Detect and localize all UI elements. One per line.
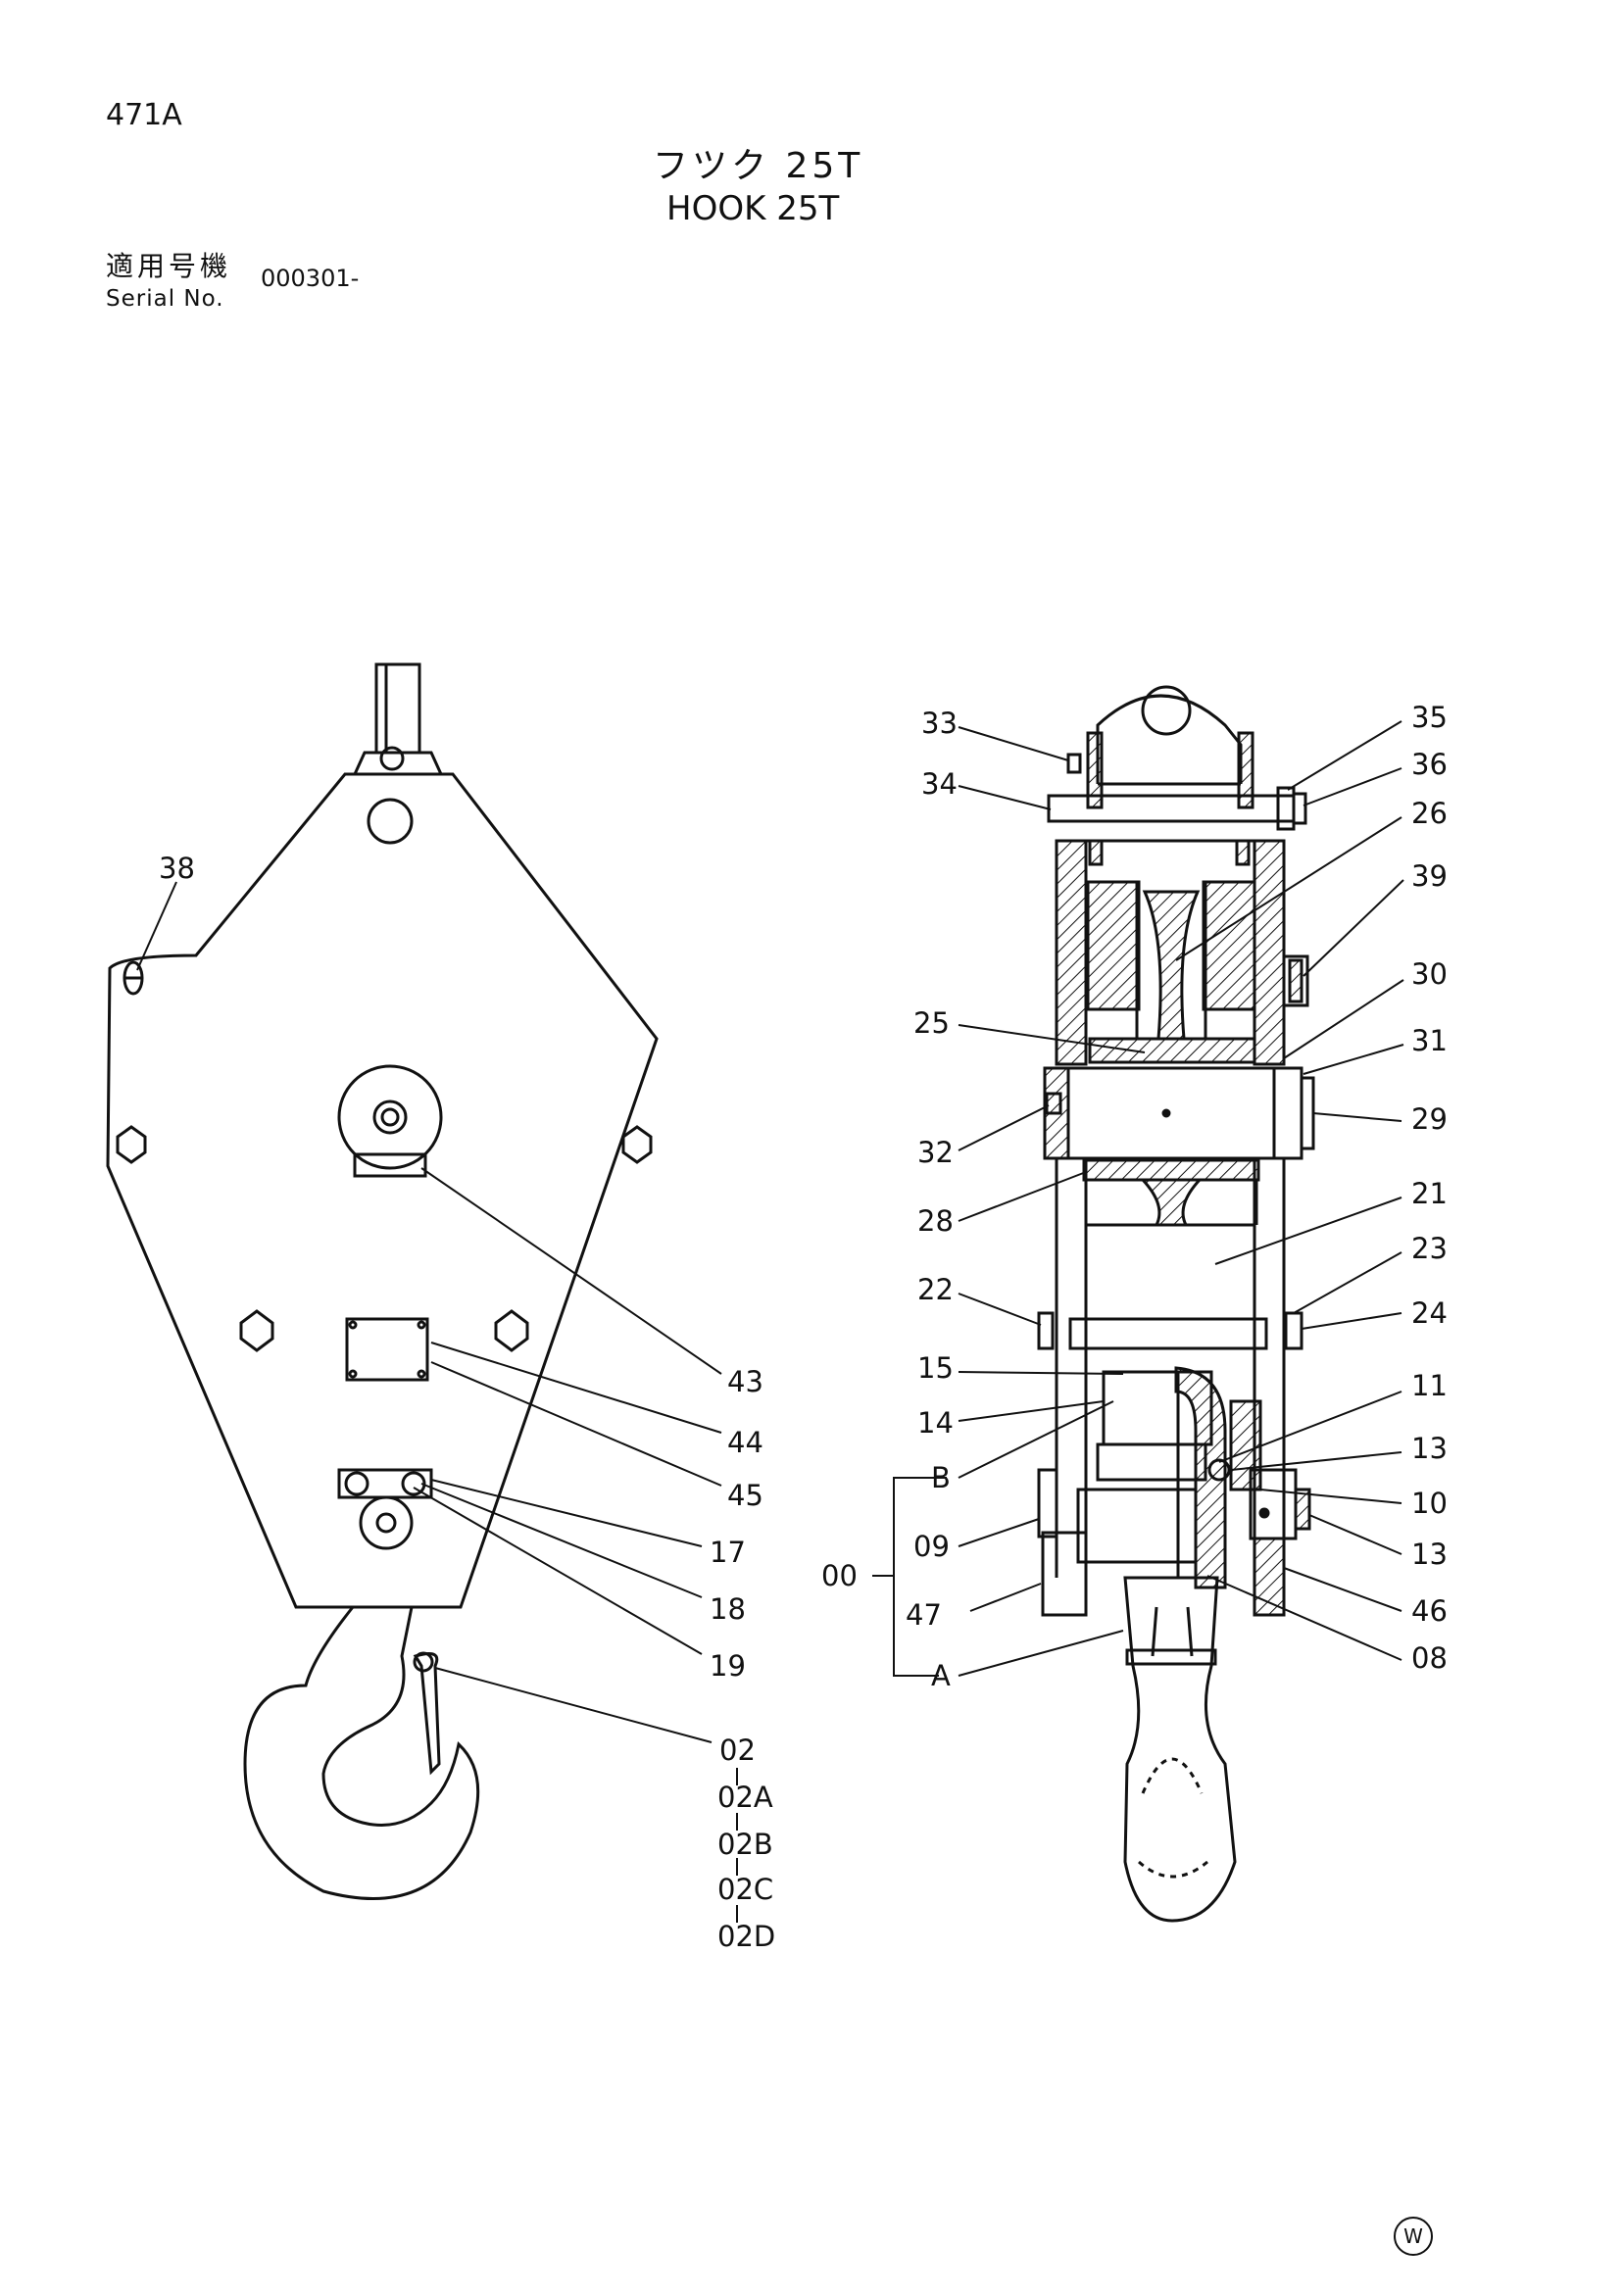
callout-18: 18 — [710, 1592, 746, 1626]
washer-36 — [1292, 792, 1307, 825]
callout-35: 35 — [1411, 701, 1448, 734]
top-lug-base — [352, 751, 444, 776]
callout-11: 11 — [1411, 1369, 1448, 1402]
callout-43: 43 — [727, 1365, 763, 1398]
retainer-29 — [1300, 1076, 1315, 1150]
bolt-13 — [1294, 1488, 1311, 1531]
pin-lock-plate — [353, 1152, 427, 1178]
name-plate — [345, 1317, 429, 1382]
title-english: HOOK 25T — [666, 189, 840, 228]
watermark-logo: W — [1394, 2217, 1433, 2256]
callout-32: 32 — [917, 1136, 954, 1169]
hook-block-section-view — [1037, 685, 1315, 1923]
hook-block-front-view — [106, 662, 659, 1900]
sheave-pin-disc — [337, 1064, 443, 1170]
side-plate-outline — [106, 772, 659, 1609]
hex-nut-lower-right — [494, 1309, 529, 1352]
callout-33: 33 — [921, 707, 958, 740]
cap-33 — [1066, 753, 1082, 774]
callout-02a: 02A — [717, 1781, 773, 1814]
thrust-block — [1076, 1488, 1198, 1564]
callout-30: 30 — [1411, 957, 1448, 991]
top-lug — [374, 662, 421, 755]
callout-17: 17 — [710, 1536, 746, 1569]
leader-lines — [136, 720, 1404, 1923]
callout-34: 34 — [921, 767, 958, 801]
callout-31: 31 — [1411, 1024, 1448, 1057]
page-number: 471A — [106, 98, 182, 132]
side-plate-left — [1055, 839, 1088, 1066]
hex-nut-left — [116, 1125, 147, 1164]
callout-B: B — [931, 1461, 951, 1494]
crosshead-plate — [1068, 1317, 1268, 1350]
callout-22: 22 — [917, 1273, 954, 1306]
collar-10 — [1229, 1399, 1262, 1491]
callout-labels: 38 43 44 45 17 18 19 02 02A 02B 02C 02D … — [159, 701, 1448, 1953]
serial-label-japanese: 適用号機 — [106, 250, 232, 282]
callout-47: 47 — [906, 1598, 942, 1632]
callout-21: 21 — [1411, 1177, 1448, 1210]
top-eye — [1096, 694, 1243, 784]
washer-plate — [1096, 1442, 1207, 1482]
upper-pin-hole — [367, 798, 414, 845]
serial-number-value: 000301- — [261, 265, 360, 292]
callout-26: 26 — [1411, 797, 1448, 830]
hook-body — [243, 1605, 480, 1900]
hex-nut-right — [621, 1125, 653, 1164]
callout-02b: 02B — [717, 1828, 773, 1861]
nut-35 — [1276, 786, 1296, 831]
callout-00: 00 — [821, 1559, 858, 1592]
bearing-housing — [1174, 1366, 1227, 1589]
callout-08: 08 — [1411, 1641, 1448, 1675]
sheave-26 — [1142, 890, 1201, 1041]
bearing-25 — [1088, 1037, 1256, 1064]
callout-24: 24 — [1411, 1296, 1448, 1330]
nut-24 — [1284, 1311, 1303, 1350]
callout-38: 38 — [159, 852, 195, 885]
callout-15: 15 — [917, 1351, 954, 1385]
tie-bolt-34 — [1047, 794, 1296, 823]
nut-22 — [1037, 1311, 1055, 1350]
callout-44: 44 — [727, 1426, 763, 1459]
grease-nipple-32 — [1045, 1092, 1062, 1115]
callout-25: 25 — [913, 1006, 950, 1040]
lower-pin-disc — [359, 1495, 414, 1550]
callout-39: 39 — [1411, 859, 1448, 893]
callout-02: 02 — [719, 1734, 756, 1767]
title-japanese: フツク 25T — [653, 146, 864, 186]
callout-23: 23 — [1411, 1232, 1448, 1265]
callout-29: 29 — [1411, 1102, 1448, 1136]
callout-36: 36 — [1411, 748, 1448, 781]
bolt-39 — [1288, 958, 1303, 1003]
callout-46: 46 — [1411, 1594, 1448, 1628]
callout-02c: 02C — [717, 1873, 773, 1906]
seal-11 — [1207, 1458, 1231, 1482]
callout-13-upper: 13 — [1411, 1432, 1448, 1465]
callout-28: 28 — [917, 1204, 954, 1238]
bearing-28 — [1082, 1158, 1260, 1182]
callout-19: 19 — [710, 1649, 746, 1683]
hook-shank — [1123, 1576, 1237, 1923]
callout-02d: 02D — [717, 1920, 775, 1953]
center-pin — [1043, 1066, 1303, 1160]
latch-pin — [1125, 1648, 1217, 1666]
top-lug-hole — [379, 746, 405, 771]
callout-A: A — [931, 1659, 951, 1692]
side-plate-right — [1253, 839, 1286, 1066]
bolt-09 — [1037, 1468, 1058, 1539]
lower-plate-47 — [1041, 1531, 1088, 1617]
callout-13-lower: 13 — [1411, 1538, 1448, 1571]
callout-45: 45 — [727, 1479, 763, 1512]
callout-14: 14 — [917, 1406, 954, 1440]
callout-10: 10 — [1411, 1487, 1448, 1520]
serial-label-english: Serial No. — [106, 286, 224, 312]
crosshead-21 — [1084, 1223, 1256, 1321]
hex-nut-lower-left — [239, 1309, 274, 1352]
callout-09: 09 — [913, 1530, 950, 1563]
